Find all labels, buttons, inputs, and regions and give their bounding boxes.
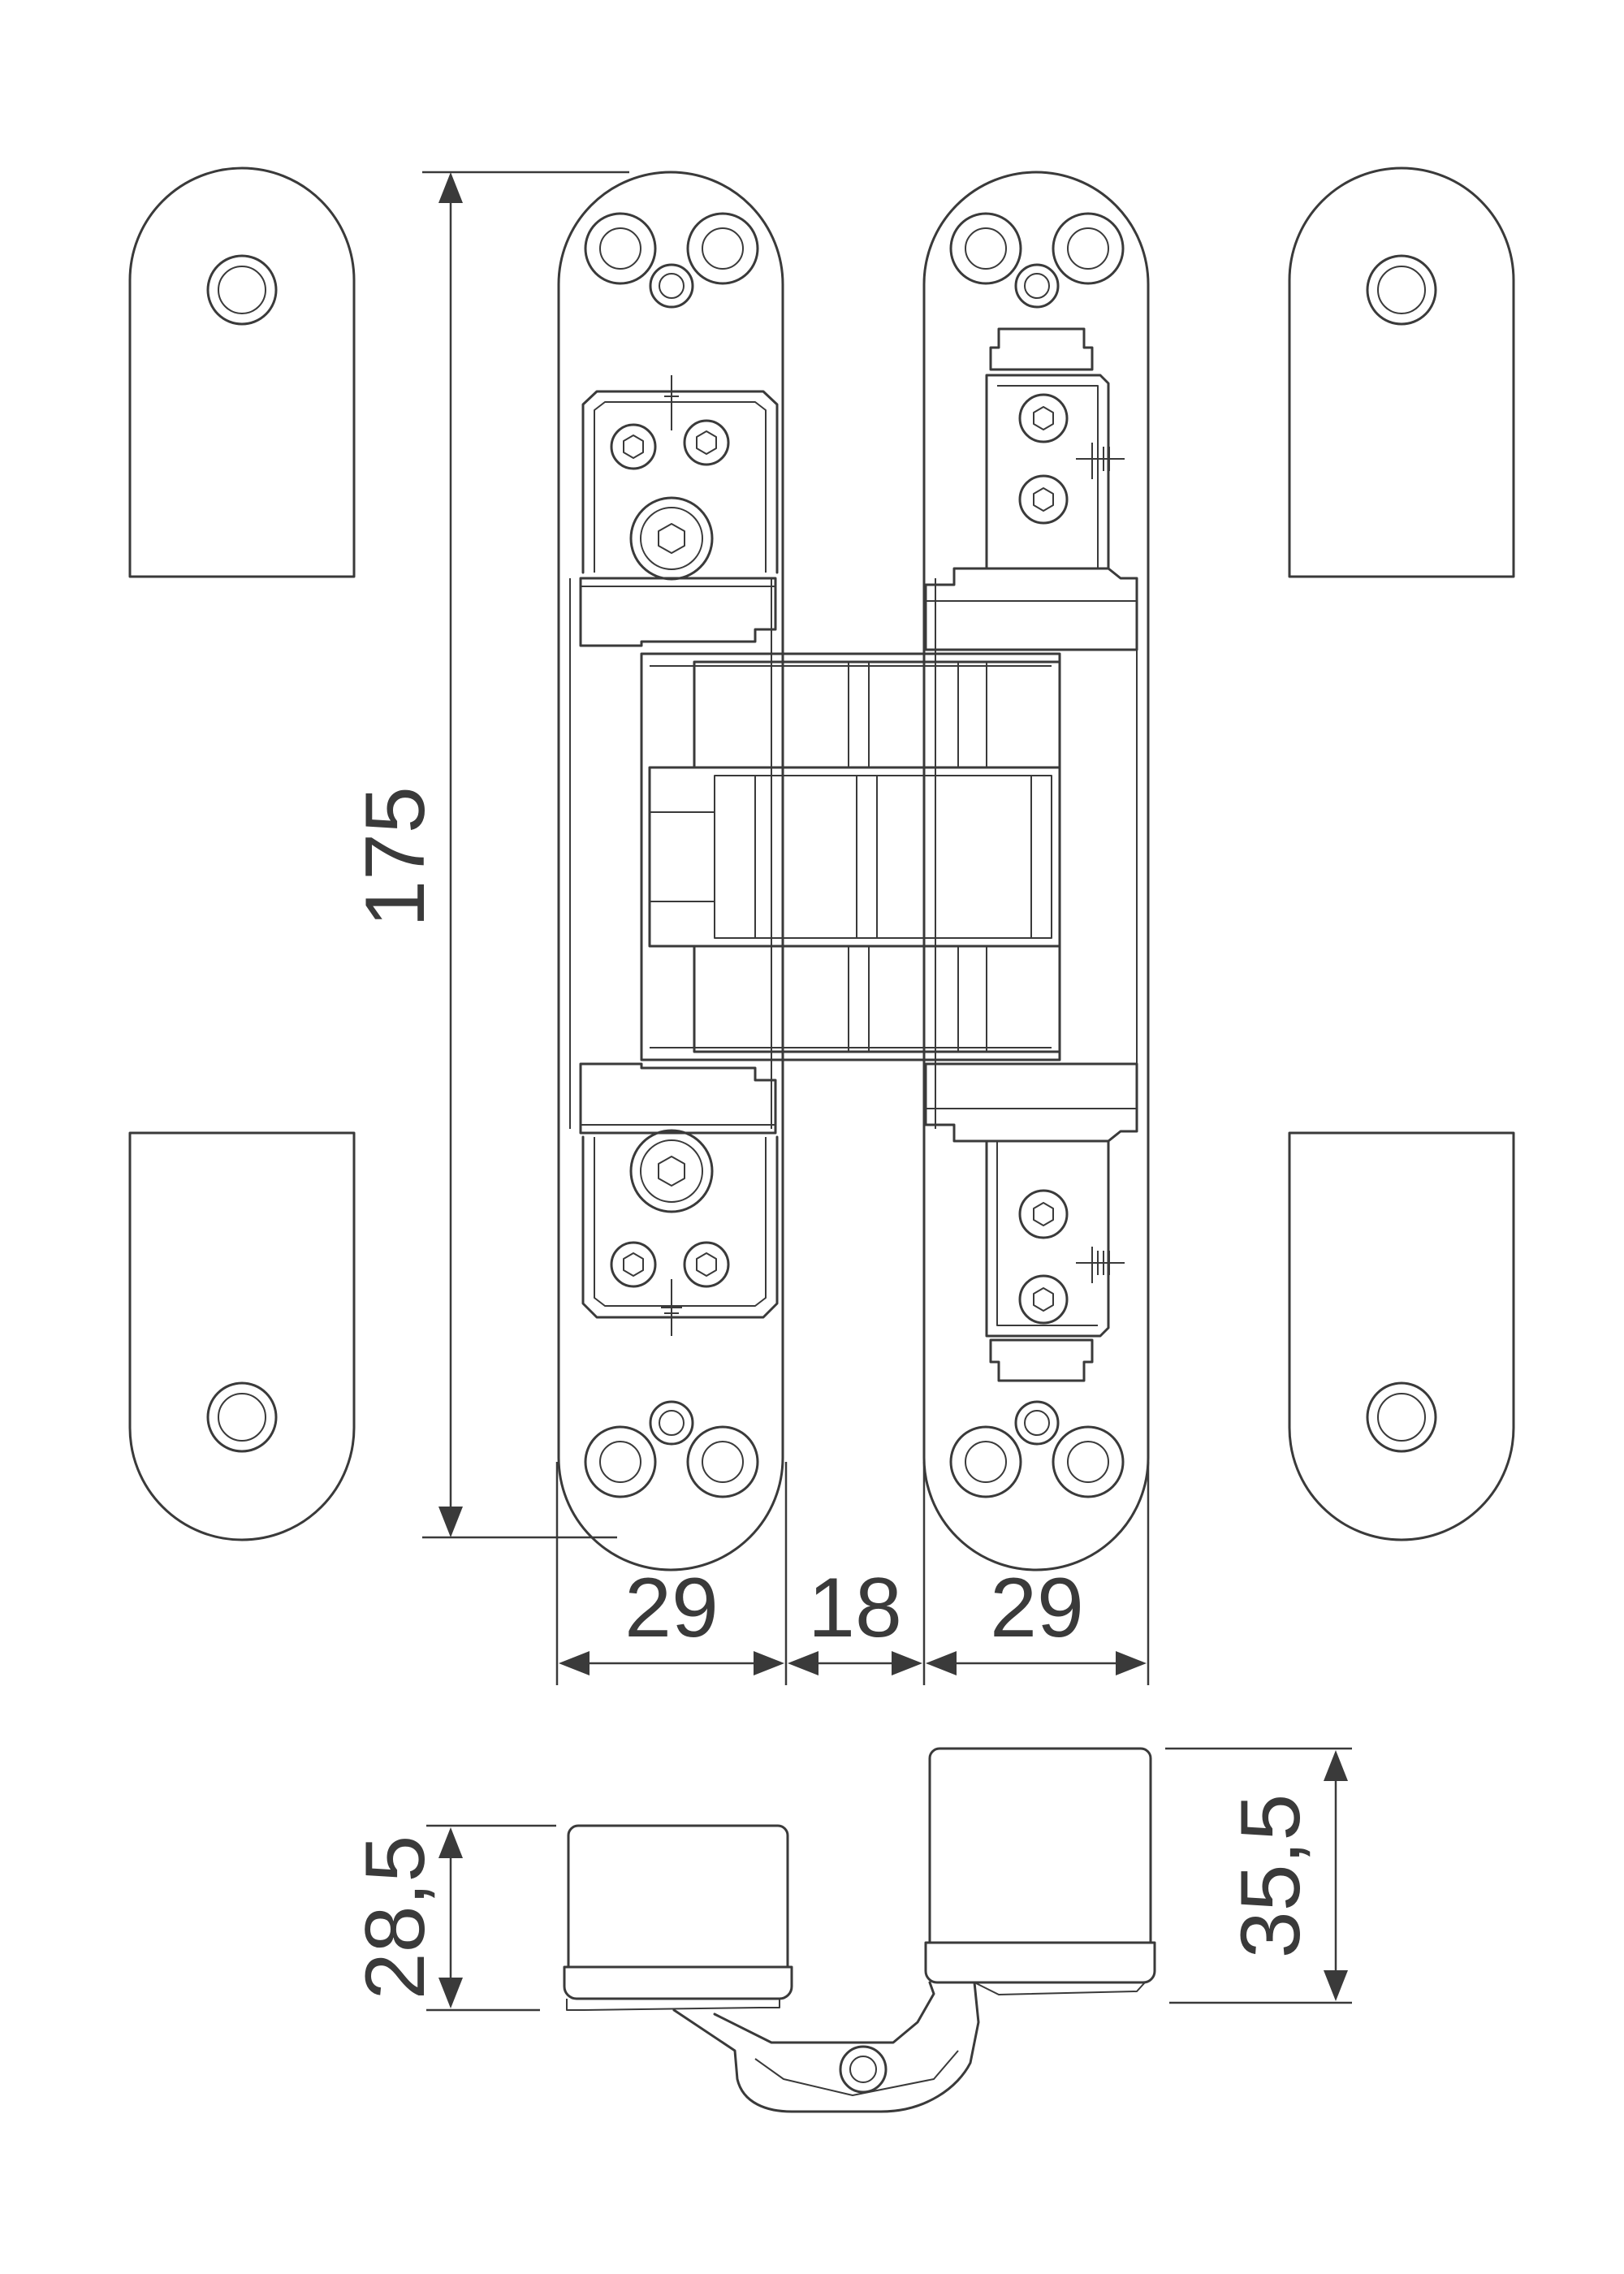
cover-plate-bottom-right — [1288, 1131, 1515, 1541]
dimension-label-29-left: 29 — [624, 1561, 719, 1655]
dimension-label-35-5: 35,5 — [1224, 1794, 1318, 1958]
hinge-right-leaf — [922, 171, 1150, 1571]
hinge-left-leaf — [557, 171, 784, 1571]
dimension-depth-28-5 — [426, 1824, 556, 2012]
hinge-side-view — [563, 1747, 1156, 2113]
dimension-depth-35-5 — [1165, 1747, 1352, 2004]
cover-plate-bottom-left — [128, 1131, 356, 1541]
dimension-label-175: 175 — [348, 786, 443, 927]
hinge-center-knuckle — [640, 652, 1061, 1061]
dimension-label-18: 18 — [808, 1561, 902, 1655]
cover-plate-top-right — [1288, 166, 1515, 578]
dimension-height-175 — [422, 171, 629, 1539]
dimension-label-29-right: 29 — [990, 1561, 1084, 1655]
cover-plate-top-left — [128, 166, 356, 578]
dimension-label-28-5: 28,5 — [348, 1835, 443, 1999]
dimension-widths — [555, 1462, 1150, 1685]
